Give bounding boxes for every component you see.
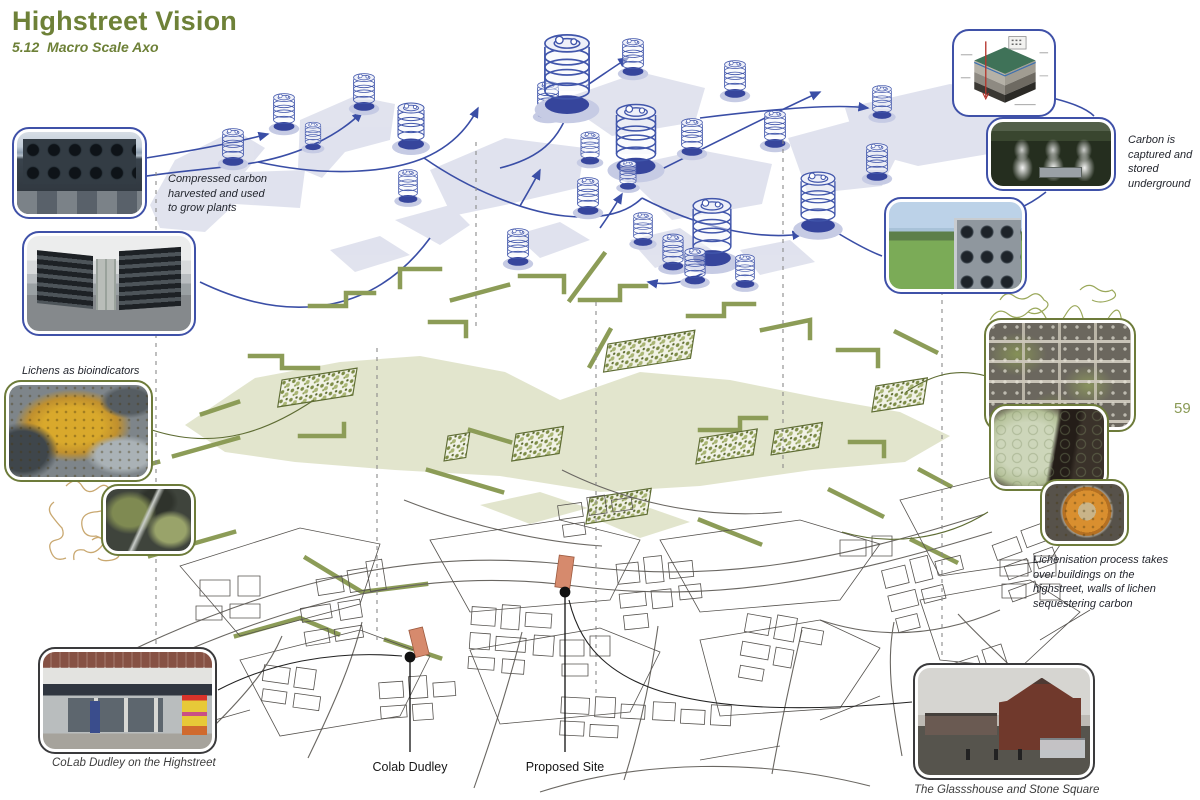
- low-buildings: [924, 712, 998, 736]
- annotation-compressed-carbon: Compressed carbon harvested and used to …: [168, 173, 268, 215]
- annotation-carbon-stored: Carbon is captured and stored undergroun…: [1128, 134, 1193, 190]
- marker-label-proposed-site: Proposed Site: [525, 760, 605, 774]
- photo-colab-storefront: [38, 647, 217, 754]
- dac-unit-fans: [953, 217, 1021, 289]
- highlighted-site-buildings: [408, 554, 575, 659]
- concrete-base: [17, 191, 142, 214]
- brick-facade: [43, 652, 212, 668]
- photo-lichen-foliose: [989, 404, 1109, 491]
- photo-dac-field-unit: [884, 197, 1027, 294]
- carbon-storage-diagram-image: [957, 34, 1051, 112]
- lichen-ruffle: [994, 409, 1104, 486]
- storage-cube: [960, 36, 1049, 106]
- layer-guide-lines: [155, 140, 943, 696]
- photo-lichen-yellow: [4, 380, 153, 482]
- green-lichen-image: [106, 489, 191, 551]
- caption-colab: CoLab Dudley on the Highstreet: [52, 757, 216, 769]
- caption-glasshouse: The Glassshouse and Stone Square: [914, 784, 1100, 796]
- annotation-lichenisation: Lichenisation process takes over buildin…: [1033, 554, 1169, 610]
- photo-glasshouse-square: [913, 663, 1095, 780]
- colab-storefront-image: [43, 652, 212, 749]
- bus-shelter: [1040, 737, 1085, 758]
- stone-speckle: [1045, 484, 1124, 541]
- collector-stack-left: [36, 250, 93, 310]
- foliose-lichen-image: [994, 409, 1104, 486]
- bollard: [993, 749, 998, 761]
- photo-dac-collectors: [22, 231, 196, 336]
- shop-door: [90, 700, 101, 733]
- dac-fan-wall-image: [17, 132, 142, 214]
- steam-plume: [1007, 133, 1037, 181]
- page-title: Highstreet Vision: [12, 6, 237, 36]
- page-subtitle: 5.12 Macro Scale Axo: [12, 39, 159, 55]
- glasshouse-square-image: [918, 668, 1090, 775]
- site-markers: [217, 586, 913, 752]
- plant-building: [1039, 167, 1082, 179]
- page-header: Highstreet Vision 5.12 Macro Scale Axo: [12, 6, 237, 55]
- shop-windows: [68, 697, 163, 733]
- photo-lichen-orange: [1040, 479, 1129, 546]
- scaffold-tower: [95, 258, 116, 311]
- marker-label-colab-dudley: Colab Dudley: [372, 760, 448, 774]
- diagram-carbon-storage: [952, 29, 1056, 117]
- dac-field-unit-image: [889, 202, 1022, 289]
- dac-collectors-image: [27, 236, 191, 331]
- orange-lichen-image: [1045, 484, 1124, 541]
- lichen-speckle: [9, 385, 148, 477]
- photo-lichen-green: [101, 484, 196, 556]
- all-day-sign: [181, 694, 207, 736]
- fan-grid: [23, 139, 136, 184]
- bollard: [966, 749, 971, 761]
- photo-dac-fan-wall: [12, 127, 147, 219]
- collector-stack-right: [118, 247, 182, 311]
- lichen-photo-connectors: [151, 372, 989, 540]
- lichen-city-layer: [97, 250, 960, 661]
- yellow-lichen-image: [9, 385, 148, 477]
- geothermal-plant-image: [991, 122, 1111, 186]
- photo-geothermal-plant: [986, 117, 1116, 191]
- lichen-wall-panels: [277, 329, 929, 525]
- page-number: 59: [1174, 400, 1191, 417]
- bollard: [1017, 749, 1022, 761]
- annotation-lichens-bioindicators: Lichens as bioindicators: [22, 365, 140, 377]
